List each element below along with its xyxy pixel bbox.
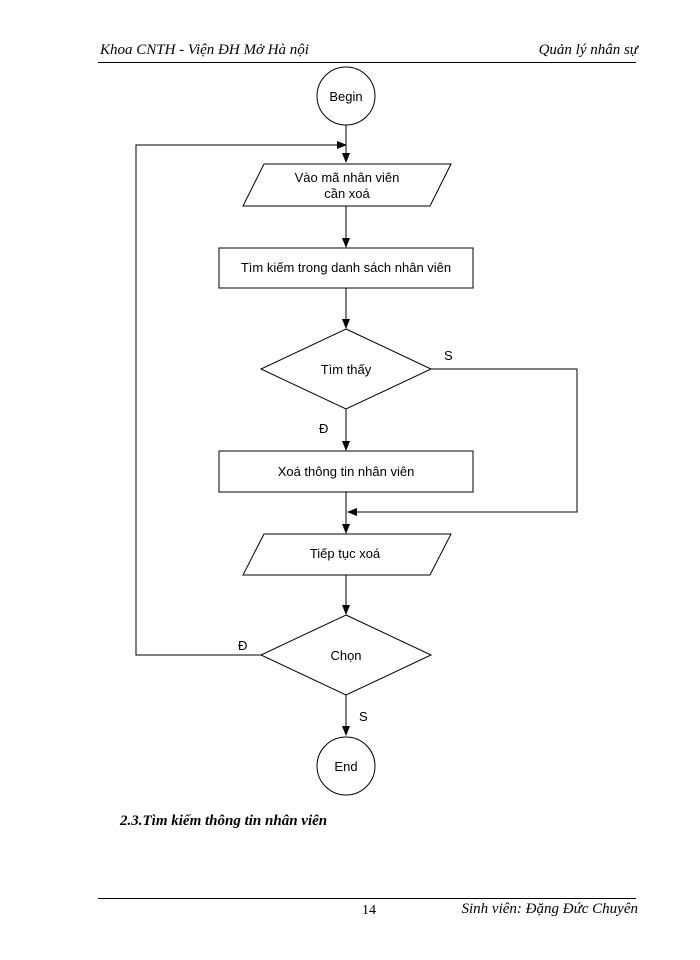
input-employee-id-box	[242, 163, 452, 207]
continue-input-box	[242, 533, 452, 576]
header-left-text: Khoa CNTH - Viện ĐH Mở Hà nội	[100, 42, 309, 58]
found-decision-label: Tìm thấy	[321, 362, 372, 377]
delete-label: Xoá thông tin nhân viên	[278, 464, 415, 479]
end-terminal	[316, 736, 376, 796]
choose-no-label: S	[359, 709, 368, 724]
end-label: End	[334, 759, 357, 774]
input-label-line2: cần xoá	[324, 186, 370, 201]
section-heading: 2.3.Tìm kiếm thông tin nhân viên	[120, 813, 328, 829]
footer-author-text: Sinh viên: Đặng Đức Chuyên	[461, 901, 638, 917]
begin-label: Begin	[329, 89, 362, 104]
footer-divider	[98, 898, 636, 899]
continue-label: Tiếp tục xoá	[310, 546, 381, 561]
header-divider	[98, 62, 636, 63]
delete-process-box	[218, 450, 474, 493]
choose-decision-label: Chọn	[330, 648, 361, 663]
page-number: 14	[362, 903, 376, 918]
found-yes-label: Đ	[319, 421, 328, 436]
input-label-line1: Vào mã nhân viên	[295, 170, 400, 185]
header-right-text: Quản lý nhân sự	[538, 42, 638, 58]
choose-yes-label: Đ	[238, 638, 247, 653]
connector-loop-back	[135, 141, 347, 656]
search-process-box	[218, 247, 474, 289]
found-no-label: S	[444, 348, 453, 363]
search-label: Tìm kiếm trong danh sách nhân viên	[241, 260, 451, 275]
connector-found-no	[347, 368, 578, 516]
